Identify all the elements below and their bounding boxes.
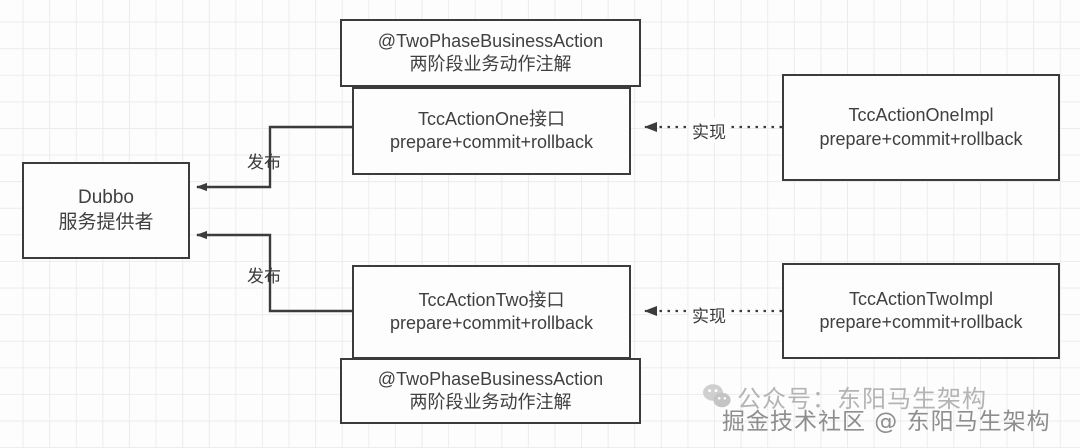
interface-one-line1: TccActionOne接口 bbox=[417, 108, 566, 129]
edge-label-publish-two: 发布 bbox=[247, 267, 281, 286]
impl-one-line1: TccActionOneImpl bbox=[848, 105, 994, 126]
edge-label-implements-one: 实现 bbox=[689, 118, 729, 143]
dubbo-provider-line2: 服务提供者 bbox=[58, 211, 154, 233]
node-interface-one[interactable]: TccActionOne接口 prepare+commit+rollback bbox=[352, 87, 631, 175]
annotation-bottom-line1: @TwoPhaseBusinessAction bbox=[377, 368, 604, 389]
interface-two-line1: TccActionTwo接口 bbox=[418, 289, 565, 310]
node-annotation-bottom[interactable]: @TwoPhaseBusinessAction 两阶段业务动作注解 bbox=[340, 358, 641, 424]
node-dubbo-provider[interactable]: Dubbo 服务提供者 bbox=[22, 162, 190, 259]
node-interface-two[interactable]: TccActionTwo接口 prepare+commit+rollback bbox=[352, 265, 631, 359]
interface-one-line2: prepare+commit+rollback bbox=[389, 132, 594, 152]
impl-two-line2: prepare+commit+rollback bbox=[819, 312, 1023, 332]
impl-one-line2: prepare+commit+rollback bbox=[819, 128, 1023, 149]
watermark-main: 公众号：东阳马生架构 bbox=[737, 385, 987, 413]
edge-label-publish-one: 发布 bbox=[247, 153, 281, 172]
node-annotation-top[interactable]: @TwoPhaseBusinessAction 两阶段业务动作注解 bbox=[340, 19, 641, 87]
edge-label-implements-two: 实现 bbox=[689, 302, 729, 327]
interface-two-line2: prepare+commit+rollback bbox=[389, 313, 594, 333]
impl-two-line1: TccActionTwoImpl bbox=[848, 288, 994, 309]
annotation-top-line2: 两阶段业务动作注解 bbox=[409, 54, 572, 74]
annotation-top-line1: @TwoPhaseBusinessAction bbox=[377, 30, 604, 51]
dubbo-provider-line1: Dubbo bbox=[78, 187, 134, 209]
watermark-sub: 掘金技术社区 @ 东阳马生架构 bbox=[722, 409, 1051, 435]
wechat-icon bbox=[703, 384, 731, 408]
annotation-bottom-line2: 两阶段业务动作注解 bbox=[409, 392, 572, 412]
node-impl-two[interactable]: TccActionTwoImpl prepare+commit+rollback bbox=[782, 263, 1060, 359]
node-impl-one[interactable]: TccActionOneImpl prepare+commit+rollback bbox=[782, 74, 1060, 181]
